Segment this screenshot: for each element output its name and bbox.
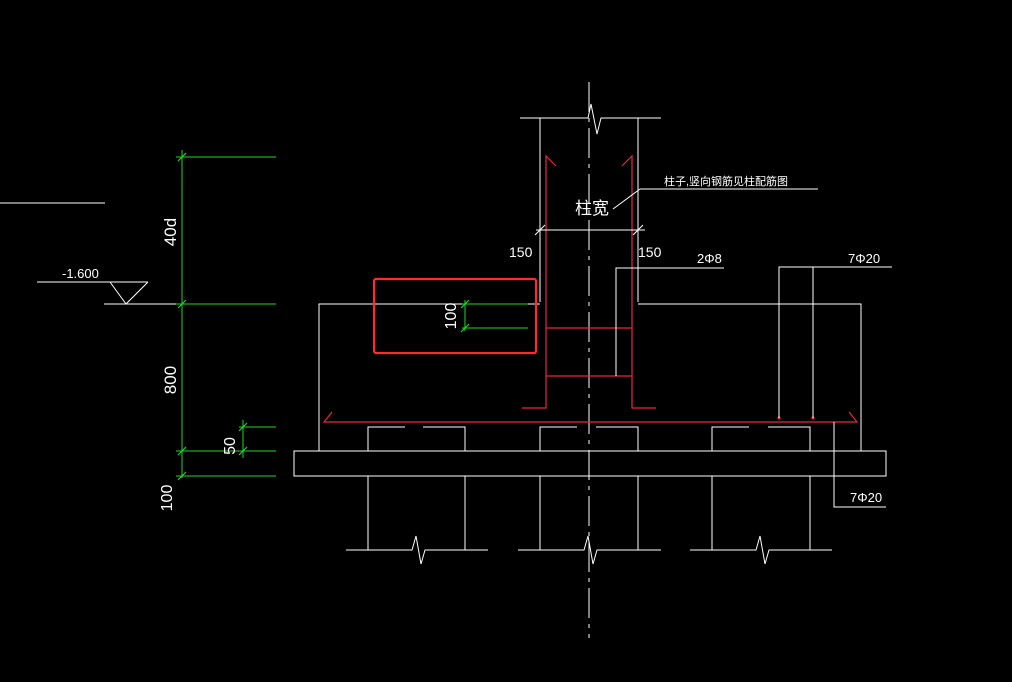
dim-150-left-label: 150 [509, 244, 533, 260]
dim-150-right-label: 150 [638, 244, 662, 260]
pile-left [346, 426, 488, 565]
pile-right [690, 426, 832, 565]
rebar-group [322, 154, 859, 423]
rebar-7phi20-bottom-label: 7Φ20 [850, 490, 882, 505]
elevation-label: -1.600 [62, 266, 99, 281]
dimension-lines [176, 150, 528, 478]
pile-cap-outline [318, 303, 862, 451]
column-dowel-right [621, 154, 656, 409]
rebar-2phi8-label: 2Φ8 [697, 251, 722, 266]
column-note: 柱子,竖向钢筋见柱配筋图 [664, 174, 788, 188]
leader-lines [0, 188, 892, 508]
pile-center [518, 426, 661, 565]
dim-100-left-label: 100 [159, 485, 176, 512]
dim-50-label: 50 [222, 437, 239, 455]
dim-100-box-label: 100 [443, 303, 460, 330]
dimension-ticks [177, 152, 470, 481]
column-width-label: 柱宽 [575, 199, 609, 218]
cap-bottom-bar [322, 411, 859, 423]
column-dowel-left [522, 154, 557, 409]
dim-800-label: 800 [161, 366, 180, 394]
bottom-bar-dots [777, 416, 815, 420]
column-outline [520, 103, 661, 302]
cushion-layer [293, 450, 887, 477]
highlight-box [372, 277, 538, 355]
dim-40d-label: 40d [161, 218, 180, 246]
rebar-7phi20-top-label: 7Φ20 [848, 251, 880, 266]
